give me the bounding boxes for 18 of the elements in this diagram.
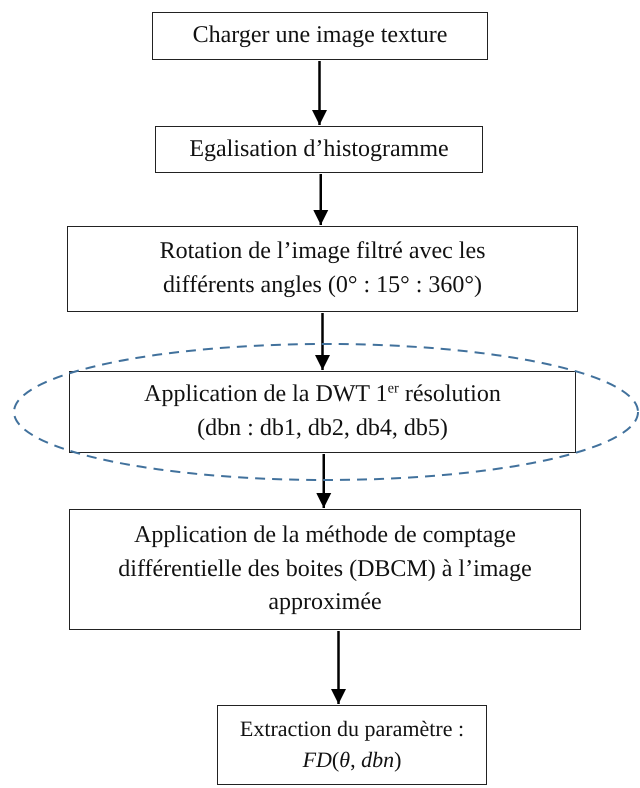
arrow <box>315 313 330 370</box>
step-text: Charger une image texture <box>192 21 448 50</box>
formula-text: FD(θ, dbn) <box>302 746 402 774</box>
process-box <box>69 509 581 630</box>
arrow <box>312 61 327 125</box>
arrow <box>316 454 332 508</box>
step-text: Egalisation d’histogramme <box>189 134 449 164</box>
process-box <box>155 126 483 173</box>
step-text: Rotation de l’image filtré avec les différents angles (0° : 15° : 360°) <box>158 237 486 300</box>
step-text: Application de la méthode de comptage différentielle des boites (DBCM) à l’image approximée <box>117 521 533 618</box>
process-box <box>67 226 578 312</box>
process-box <box>217 705 487 785</box>
arrow <box>313 174 328 225</box>
process-box <box>152 12 488 60</box>
arrow <box>331 631 346 704</box>
step-text: Extraction du paramètre : <box>240 715 464 744</box>
process-box <box>69 371 576 453</box>
step-text: Application de la DWT 1$^{er}$ résolution (dbn : db1, db2, db4, db5) <box>143 380 502 443</box>
